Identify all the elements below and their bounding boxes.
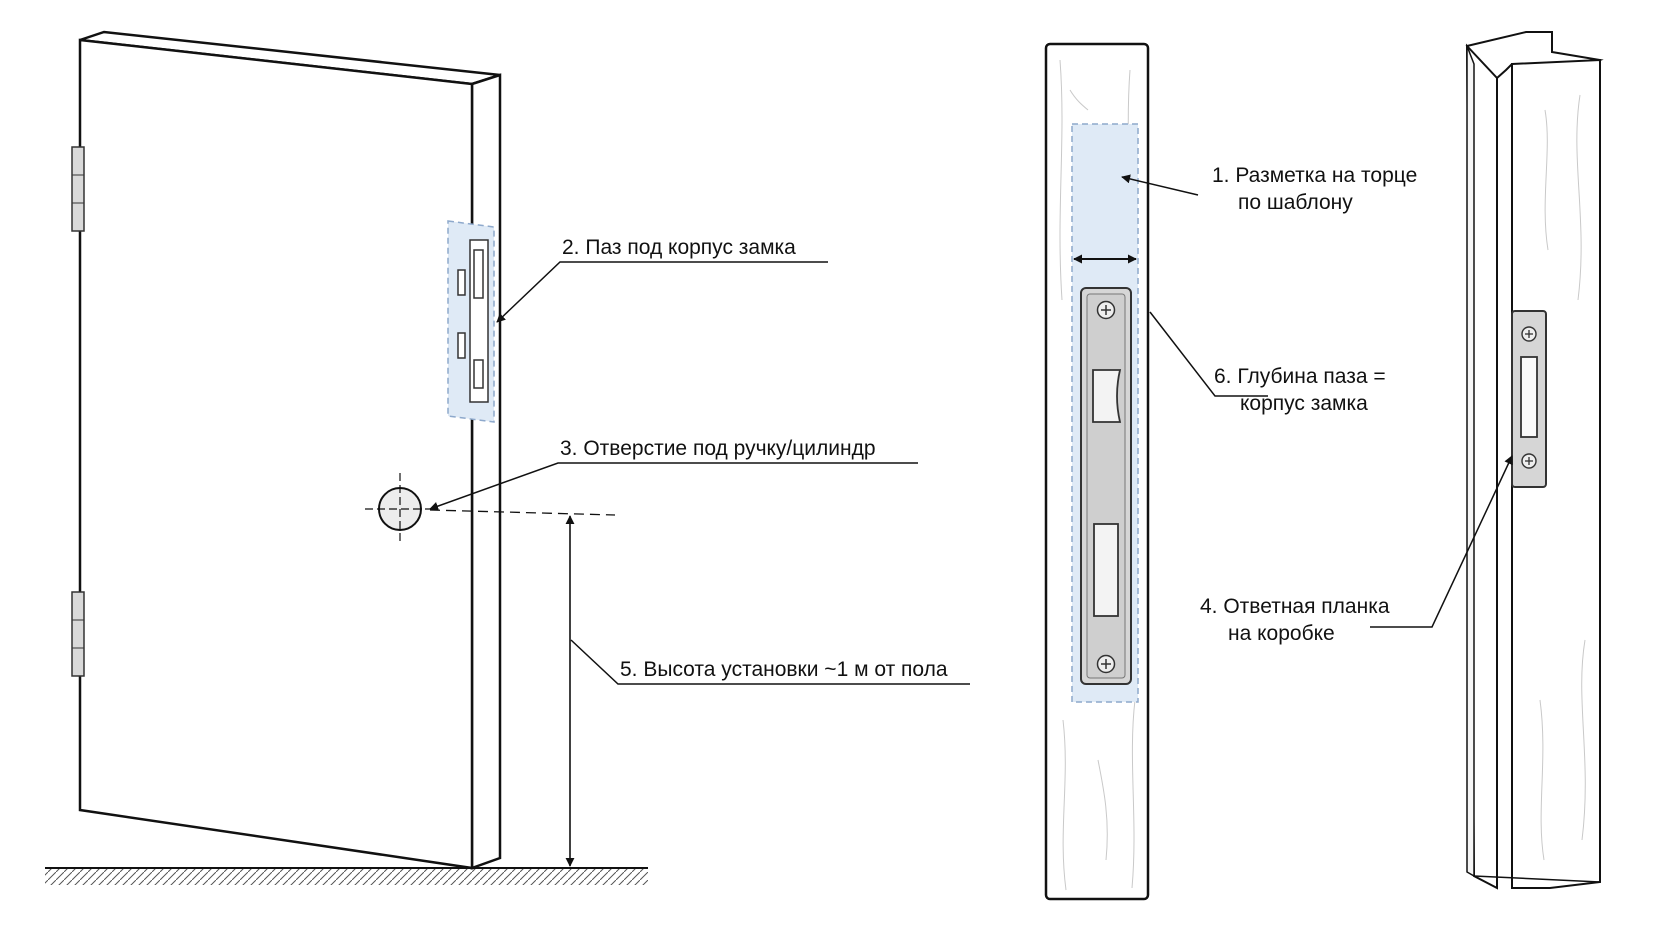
callout-2-leader: [496, 261, 828, 323]
cross-head-screw-icon: [1521, 453, 1537, 469]
door-front-face: [78, 38, 474, 870]
lock-pocket-details: [457, 239, 489, 403]
callout-2-text: 2. Паз под корпус замка: [562, 236, 796, 259]
deadbolt-opening: [1093, 523, 1119, 617]
cross-head-screw-icon: [1096, 300, 1116, 320]
lock-faceplate-inner: [1086, 293, 1126, 679]
strike-plate-opening: [1520, 356, 1538, 438]
callout-5-text: 5. Высота установки ~1 м от пола: [620, 658, 948, 681]
door-hinge-icon: [71, 591, 85, 677]
door-hinge-icon: [71, 146, 85, 232]
door-group: 2. Паз под корпус замка 3. Отверстие под…: [45, 30, 970, 885]
callout-1-leader: [1121, 174, 1199, 196]
door-edge-view-group: 1. Разметка на торце по шаблону 6. Глуби…: [1044, 42, 1423, 901]
callout-6-text: 6. Глубина паза = корпус замка: [1214, 365, 1391, 415]
door-edge-face: [470, 73, 502, 870]
frame-outer-face: [1466, 45, 1475, 878]
callout-1-text: 1. Разметка на торце по шаблону: [1212, 164, 1423, 214]
callout-5-leader: [570, 639, 970, 685]
door-frame-group: 4. Ответная планка на коробке: [1200, 31, 1604, 890]
cross-head-screw-icon: [1521, 326, 1537, 342]
frame-bottom-edge: [1473, 875, 1601, 883]
callout-4-text: 4. Ответная планка на коробке: [1200, 595, 1395, 645]
callout-3-text: 3. Отверстие под ручку/цилиндр: [560, 437, 876, 460]
floor-hatch: [45, 869, 648, 885]
wood-grain: [1539, 94, 1586, 861]
latch-opening: [1092, 369, 1122, 423]
callout-4-leader: [1370, 455, 1513, 628]
handle-hole: [365, 473, 436, 545]
callout-3-leader: [429, 462, 918, 511]
callout-6-leader: [1149, 311, 1268, 397]
cross-head-screw-icon: [1096, 654, 1116, 674]
